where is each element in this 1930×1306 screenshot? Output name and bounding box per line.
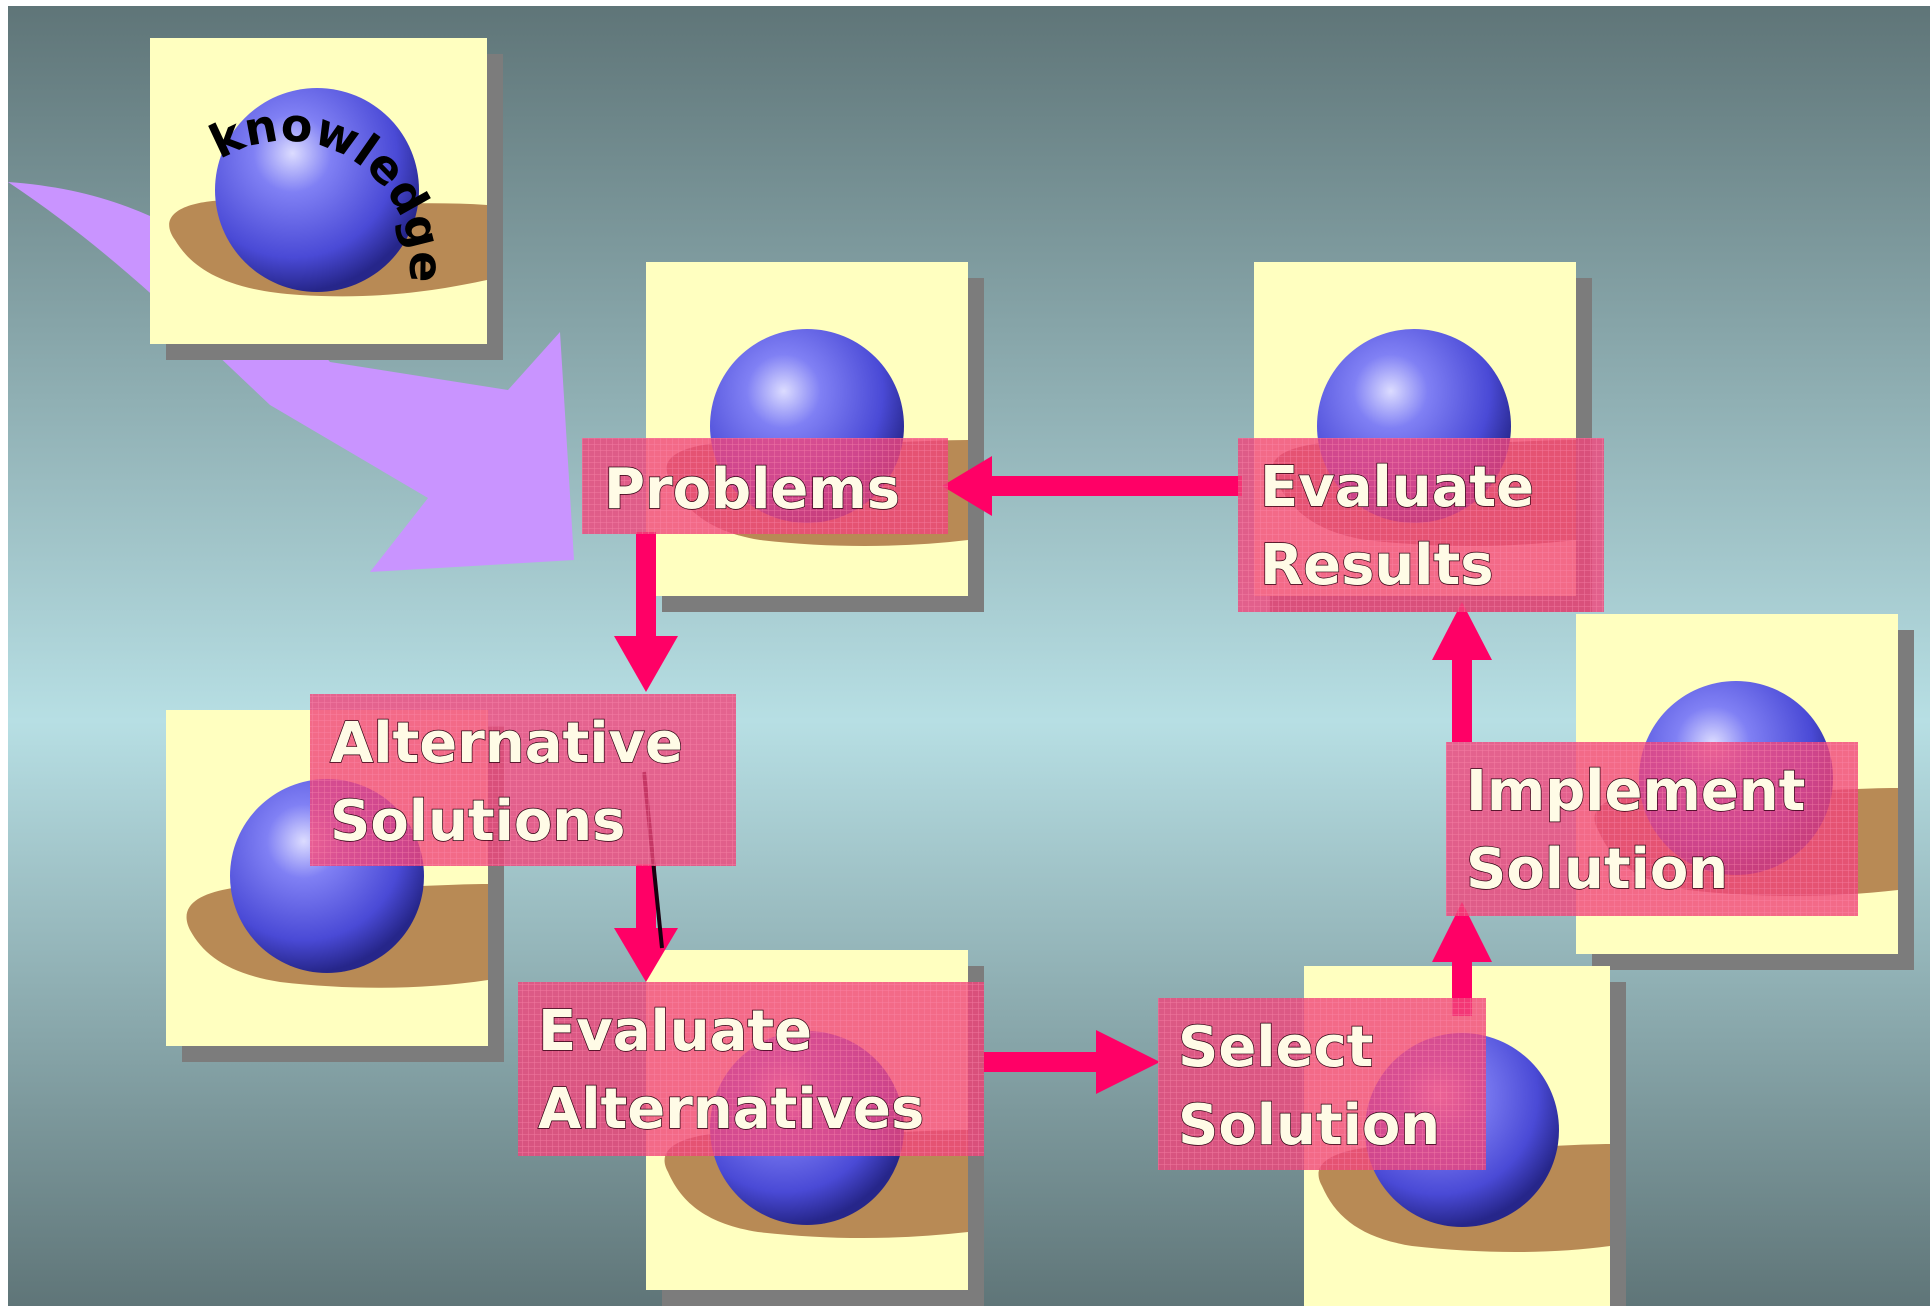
implement-solution-label-line-1: Implement — [1466, 759, 1805, 824]
node-alternative-solutions: Alternative Solutions — [310, 694, 736, 866]
knowledge-card: knowledge — [150, 38, 503, 360]
alternative-solutions-label-line-2: Solutions — [330, 789, 626, 854]
arrow-problems-to-alternatives — [614, 532, 678, 692]
evaluate-results-label-box — [1238, 438, 1604, 612]
evaluate-alternatives-label-box — [518, 982, 984, 1156]
node-problems: Problems — [582, 438, 948, 534]
implement-solution-label-line-2: Solution — [1466, 837, 1728, 902]
select-solution-label-box — [1158, 998, 1486, 1170]
evaluate-alternatives-label-line-2: Alternatives — [538, 1077, 924, 1142]
problems-label-line-1: Problems — [604, 457, 900, 522]
arrow-implement-to-results — [1432, 602, 1492, 742]
node-evaluate-alternatives: Evaluate Alternatives — [518, 982, 984, 1156]
alternative-solutions-label-box — [310, 694, 736, 866]
evaluate-results-label-line-2: Results — [1260, 533, 1494, 598]
node-select-solution: Select Solution — [1158, 998, 1486, 1170]
alternative-solutions-label-line-1: Alternative — [330, 711, 683, 776]
arrow-results-to-problems — [942, 456, 1242, 516]
implement-solution-label-box — [1446, 742, 1858, 916]
evaluate-results-label-line-1: Evaluate — [1260, 455, 1534, 520]
node-implement-solution: Implement Solution — [1446, 742, 1858, 916]
select-solution-label-line-2: Solution — [1178, 1093, 1440, 1158]
cycle-arrows — [614, 456, 1492, 1094]
problems-label-box — [582, 438, 948, 534]
evaluate-alternatives-label-line-1: Evaluate — [538, 999, 812, 1064]
problems-card — [646, 262, 984, 612]
knowledge-sphere-icon — [215, 88, 419, 292]
select-solution-label-line-1: Select — [1178, 1015, 1373, 1080]
knowledge-arrow — [8, 182, 574, 572]
arrow-evaluate-to-select — [984, 1030, 1160, 1094]
node-evaluate-results: Evaluate Results — [1238, 438, 1604, 612]
